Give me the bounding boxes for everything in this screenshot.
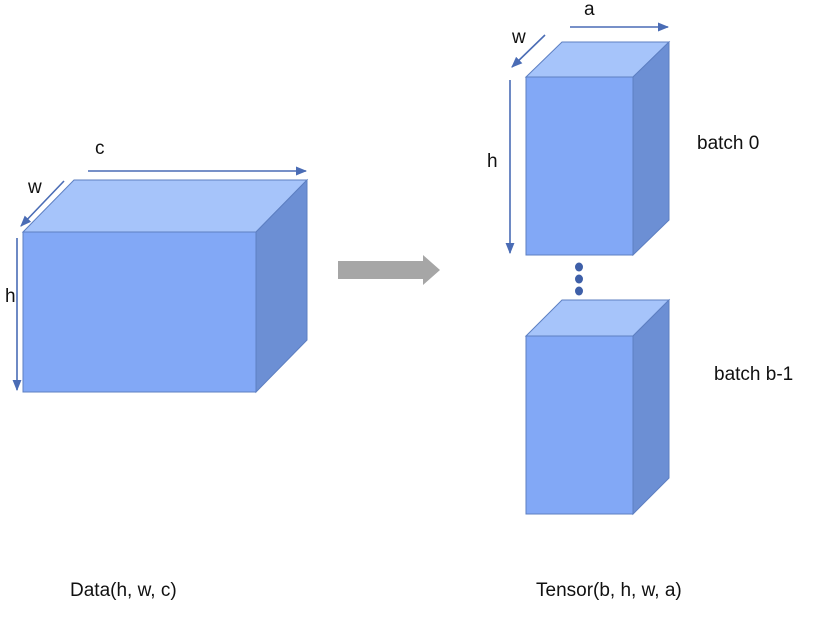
tensor-a-label: a [584,0,595,20]
data-caption: Data(h, w, c) [70,580,177,601]
batch-0-front-face [525,76,634,256]
batch-0-label: batch 0 [697,133,760,154]
ellipsis-dot [575,262,583,272]
data-c-label: c [95,138,105,159]
data-w-label: w [28,177,42,198]
tensor-caption: Tensor(b, h, w, a) [536,580,682,601]
ellipsis-dots [575,262,583,296]
batch-0-side-face [632,40,670,257]
batch-last-label: batch b-1 [714,364,794,385]
data-cube [21,178,309,394]
tensor-batch-last-block [524,298,671,516]
tensor-batch-0-block [524,40,671,257]
tensor-h-label: h [487,151,498,172]
batch-last-side-face [632,298,670,516]
data-cube-front-face [22,231,257,393]
ellipsis-dot [575,286,583,296]
tensor-w-label: w [512,27,526,48]
data-h-label: h [5,286,16,307]
batch-last-front-face [525,335,634,515]
ellipsis-dot [575,274,583,284]
tensor-w-axis-arrow [511,34,546,68]
data-w-axis-arrow [20,180,65,227]
transform-arrow [338,255,440,285]
